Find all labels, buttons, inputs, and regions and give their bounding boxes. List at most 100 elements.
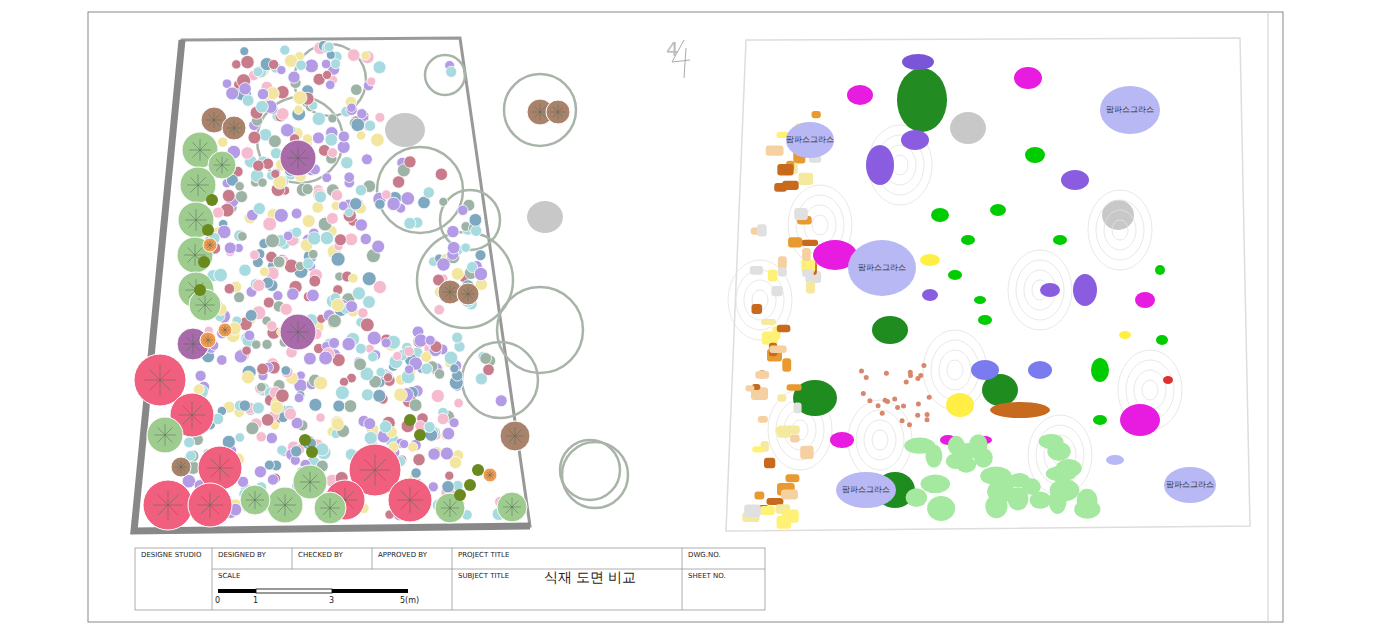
contour-line — [1096, 200, 1144, 260]
perennial-symbol — [273, 291, 283, 301]
perennial-symbol — [400, 439, 409, 448]
planting-zone — [771, 286, 782, 296]
tree-mark — [192, 415, 201, 424]
perennial-symbol — [234, 292, 245, 303]
planting-zone — [901, 130, 929, 150]
tree-mark — [214, 120, 220, 126]
title-block-text: PROJECT TITLE — [458, 552, 509, 560]
tree-mark — [463, 294, 468, 299]
tree-mark — [201, 496, 210, 505]
planting-zone — [861, 391, 866, 396]
planting-zone — [769, 346, 786, 353]
perennial-symbol — [434, 305, 445, 316]
tree-mark — [157, 505, 168, 516]
tree-mark — [345, 500, 357, 501]
tree-mark — [153, 505, 168, 506]
tree-symbol — [314, 492, 346, 524]
perennial-symbol — [256, 432, 266, 442]
perennial-symbol — [424, 421, 435, 432]
tree-mark — [249, 500, 255, 506]
tree-mark — [190, 177, 198, 185]
planting-zone — [927, 395, 932, 400]
tree-symbol — [200, 332, 216, 348]
tree-canopy — [208, 151, 236, 179]
perennial-symbol — [435, 168, 447, 180]
planting-zone — [1073, 274, 1097, 306]
tree-mark — [210, 245, 213, 248]
plant-label: 팜파스그라스 — [1106, 106, 1154, 115]
perennial-symbol — [480, 353, 492, 365]
planting-zone — [904, 438, 935, 454]
planting-zone — [757, 224, 767, 236]
perennial-symbol — [367, 331, 381, 345]
planting-zone — [1077, 489, 1098, 513]
tree-mark — [157, 494, 168, 505]
tree-mark — [512, 507, 521, 508]
tree-mark — [234, 121, 235, 128]
planting-zone — [750, 266, 763, 275]
planting-zone — [921, 475, 951, 494]
title-block-text: DESIGNED BY — [218, 552, 266, 560]
tree-mark — [222, 165, 228, 171]
tree-mark — [208, 340, 209, 345]
tree-mark — [298, 158, 309, 159]
perennial-symbol — [284, 408, 296, 420]
planting-zone — [1119, 331, 1131, 339]
shrub-group-outline — [504, 74, 576, 146]
tree-mark — [375, 470, 391, 471]
perennial-symbol — [343, 209, 356, 222]
perennial-symbol — [440, 447, 453, 460]
tree-mark — [208, 340, 211, 343]
perennial-symbol — [344, 400, 357, 413]
perennial-symbol — [347, 49, 360, 62]
tree-mark — [160, 380, 161, 396]
tree-mark — [443, 292, 450, 293]
tree-mark — [532, 112, 540, 113]
tree-mark — [181, 467, 187, 468]
perennial-symbol — [358, 308, 368, 318]
perennial-symbol — [271, 169, 280, 178]
tree-mark — [205, 337, 208, 340]
perennial-symbol — [280, 303, 292, 315]
planting-zone — [946, 453, 966, 469]
perennial-symbol — [274, 208, 288, 222]
tree-mark — [183, 344, 193, 345]
shrub-symbol — [464, 479, 476, 491]
tree-mark — [468, 289, 473, 294]
tree-mark — [506, 501, 512, 507]
perennial-symbol — [294, 393, 304, 403]
tree-mark — [553, 112, 558, 117]
shrub-group-outline — [562, 442, 628, 508]
perennial-symbol — [409, 399, 422, 412]
perennial-symbol — [450, 364, 459, 373]
tree-canopy — [222, 116, 246, 140]
tree-mark — [300, 482, 310, 483]
perennial-symbol — [387, 197, 400, 210]
tree-canopy — [218, 323, 232, 337]
perennial-symbol — [303, 258, 314, 269]
tree-mark — [225, 330, 228, 333]
tree-canopy — [178, 202, 214, 238]
perennial-symbol — [325, 80, 335, 90]
contour-line — [812, 215, 828, 235]
planting-zone — [921, 363, 926, 368]
perennial-symbol — [373, 281, 386, 294]
tree-mark — [410, 500, 411, 513]
tree-mark — [187, 255, 195, 263]
perennial-symbol — [445, 471, 454, 480]
tree-mark — [177, 467, 181, 471]
perennial-symbol — [331, 59, 341, 69]
tree-mark — [558, 112, 565, 113]
perennial-symbol — [469, 214, 482, 227]
pampas-grass-zone — [848, 240, 916, 296]
planting-zone — [990, 402, 1050, 418]
perennial-symbol — [434, 369, 444, 379]
tree-mark — [211, 459, 220, 468]
perennial-symbol — [319, 351, 333, 365]
tree-mark — [512, 498, 513, 507]
planting-zone — [915, 413, 920, 418]
tree-mark — [198, 185, 206, 193]
perennial-symbol — [394, 388, 408, 402]
tree-mark — [234, 128, 241, 129]
tree-mark — [397, 500, 410, 501]
